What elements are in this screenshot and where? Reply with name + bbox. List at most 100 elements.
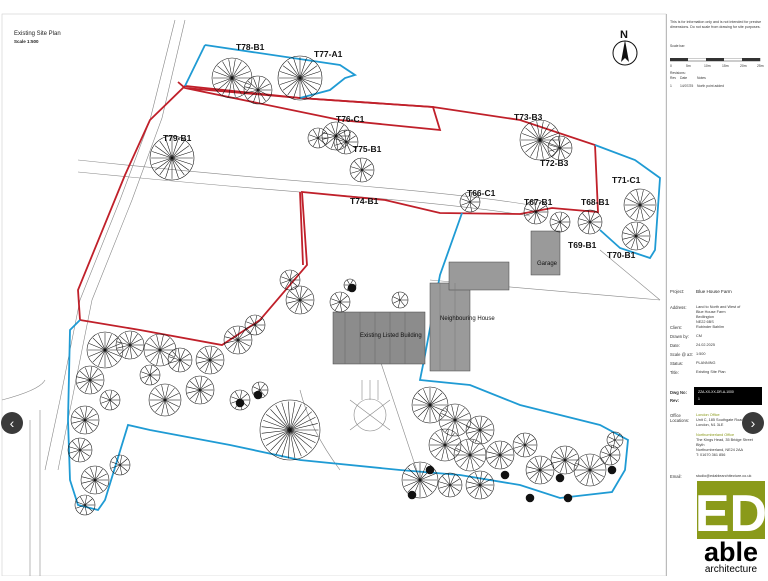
status-label: Status: bbox=[670, 361, 684, 366]
tree-branch bbox=[179, 359, 185, 371]
tree-branch bbox=[445, 419, 456, 433]
tree-branch bbox=[467, 484, 481, 489]
tree-branch bbox=[513, 441, 526, 446]
tree-canopy bbox=[621, 221, 651, 251]
tree-branch bbox=[159, 140, 173, 159]
tree-branch bbox=[626, 204, 641, 212]
tree-branch bbox=[195, 377, 201, 391]
tree-branch bbox=[535, 469, 541, 483]
tree-branch bbox=[289, 429, 318, 437]
tree-branch bbox=[110, 464, 121, 469]
tree-branch bbox=[535, 211, 546, 219]
tree-branch bbox=[146, 343, 161, 351]
tree-branch bbox=[639, 198, 654, 206]
client-label: Client: bbox=[670, 325, 682, 330]
tree-branch bbox=[100, 396, 111, 401]
tree-label: T79-B1 bbox=[163, 133, 192, 143]
tree-branch bbox=[119, 458, 128, 466]
tree-branch bbox=[469, 201, 478, 209]
address-line: NE22 6BS bbox=[696, 320, 714, 324]
tree-branch bbox=[445, 407, 456, 421]
tree-branch bbox=[635, 224, 644, 237]
tree-branch bbox=[253, 386, 261, 391]
tree-branch bbox=[325, 126, 337, 137]
tree-branch bbox=[431, 438, 446, 446]
tree-label: T74-B1 bbox=[350, 196, 379, 206]
tree-branch bbox=[199, 383, 212, 391]
tree-branch bbox=[361, 159, 367, 171]
london-office-title: London Office bbox=[696, 413, 720, 417]
tree-branch bbox=[237, 333, 250, 341]
tree-canopy bbox=[428, 428, 462, 462]
tree-branch bbox=[513, 444, 526, 449]
tree-branch bbox=[454, 413, 469, 421]
tree-branch bbox=[331, 123, 337, 137]
tree-branch bbox=[289, 279, 298, 287]
tree-branch bbox=[467, 481, 481, 486]
tree-branch bbox=[257, 78, 266, 91]
tree-branch bbox=[636, 190, 641, 206]
tree-branch bbox=[469, 201, 472, 212]
shrub bbox=[425, 465, 435, 475]
tree-branch bbox=[414, 404, 431, 412]
tree-branch bbox=[335, 129, 348, 137]
tree-branch bbox=[299, 293, 312, 301]
tree-branch bbox=[199, 389, 202, 404]
tree-branch bbox=[237, 328, 246, 341]
listed-building-shape bbox=[332, 311, 426, 365]
tree-canopies bbox=[67, 55, 657, 516]
tree-canopy bbox=[512, 432, 538, 458]
email-value[interactable]: studio@edablearchitecture.co.uk bbox=[696, 474, 752, 478]
logo-letters: ED bbox=[697, 485, 765, 543]
tree-branch bbox=[245, 89, 259, 94]
tree-canopy bbox=[148, 383, 182, 417]
logo-word: able bbox=[704, 537, 758, 567]
tree-branch bbox=[626, 198, 641, 206]
tree-branch bbox=[150, 349, 161, 363]
tree-branch bbox=[313, 129, 319, 139]
tree-label: T78-B1 bbox=[236, 42, 265, 52]
tree-branch bbox=[299, 77, 313, 96]
tree-branch bbox=[289, 403, 302, 431]
tree-branch bbox=[179, 359, 190, 367]
tree-branch bbox=[217, 65, 233, 79]
tree-branch bbox=[317, 137, 320, 148]
tree-branch bbox=[528, 203, 537, 213]
tree-branch bbox=[479, 429, 482, 444]
tree-branch bbox=[429, 389, 437, 406]
tree-branch bbox=[171, 145, 190, 159]
tree-branch bbox=[623, 235, 637, 240]
next-page-button[interactable]: › bbox=[742, 412, 764, 434]
tree-branch bbox=[444, 444, 449, 460]
tree-branch bbox=[299, 71, 320, 79]
tree-canopy bbox=[70, 405, 100, 435]
drawing-frame bbox=[1, 13, 667, 577]
tree-branch bbox=[578, 218, 591, 223]
tree-branch bbox=[115, 456, 121, 466]
tree-branch bbox=[84, 419, 97, 427]
tree-branch bbox=[257, 89, 270, 97]
tree-branch bbox=[550, 218, 561, 223]
previous-page-button[interactable]: ‹ bbox=[1, 412, 23, 434]
tree-branch bbox=[564, 459, 577, 467]
tree-branch bbox=[419, 479, 433, 493]
london-address-line: London, N1 3LE bbox=[696, 423, 724, 427]
tree-branch bbox=[580, 457, 591, 471]
tree-branch bbox=[608, 436, 616, 441]
tree-branch bbox=[125, 344, 131, 358]
title-label: Title: bbox=[670, 370, 679, 375]
tree-branch bbox=[145, 374, 151, 384]
tree-branch bbox=[287, 77, 301, 96]
tree-branch bbox=[469, 420, 481, 431]
tree-branch bbox=[84, 406, 87, 421]
title-value: Existing Site Plan bbox=[696, 370, 726, 374]
tree-branch bbox=[129, 338, 142, 346]
tree-branch bbox=[92, 337, 106, 351]
tree-branch bbox=[149, 374, 158, 382]
tree-branch bbox=[499, 443, 508, 456]
tree-canopy bbox=[149, 135, 195, 181]
tree-branch bbox=[361, 169, 367, 181]
tree-branch bbox=[330, 301, 341, 306]
tree-branch bbox=[454, 419, 465, 433]
tree-branch bbox=[289, 429, 308, 454]
